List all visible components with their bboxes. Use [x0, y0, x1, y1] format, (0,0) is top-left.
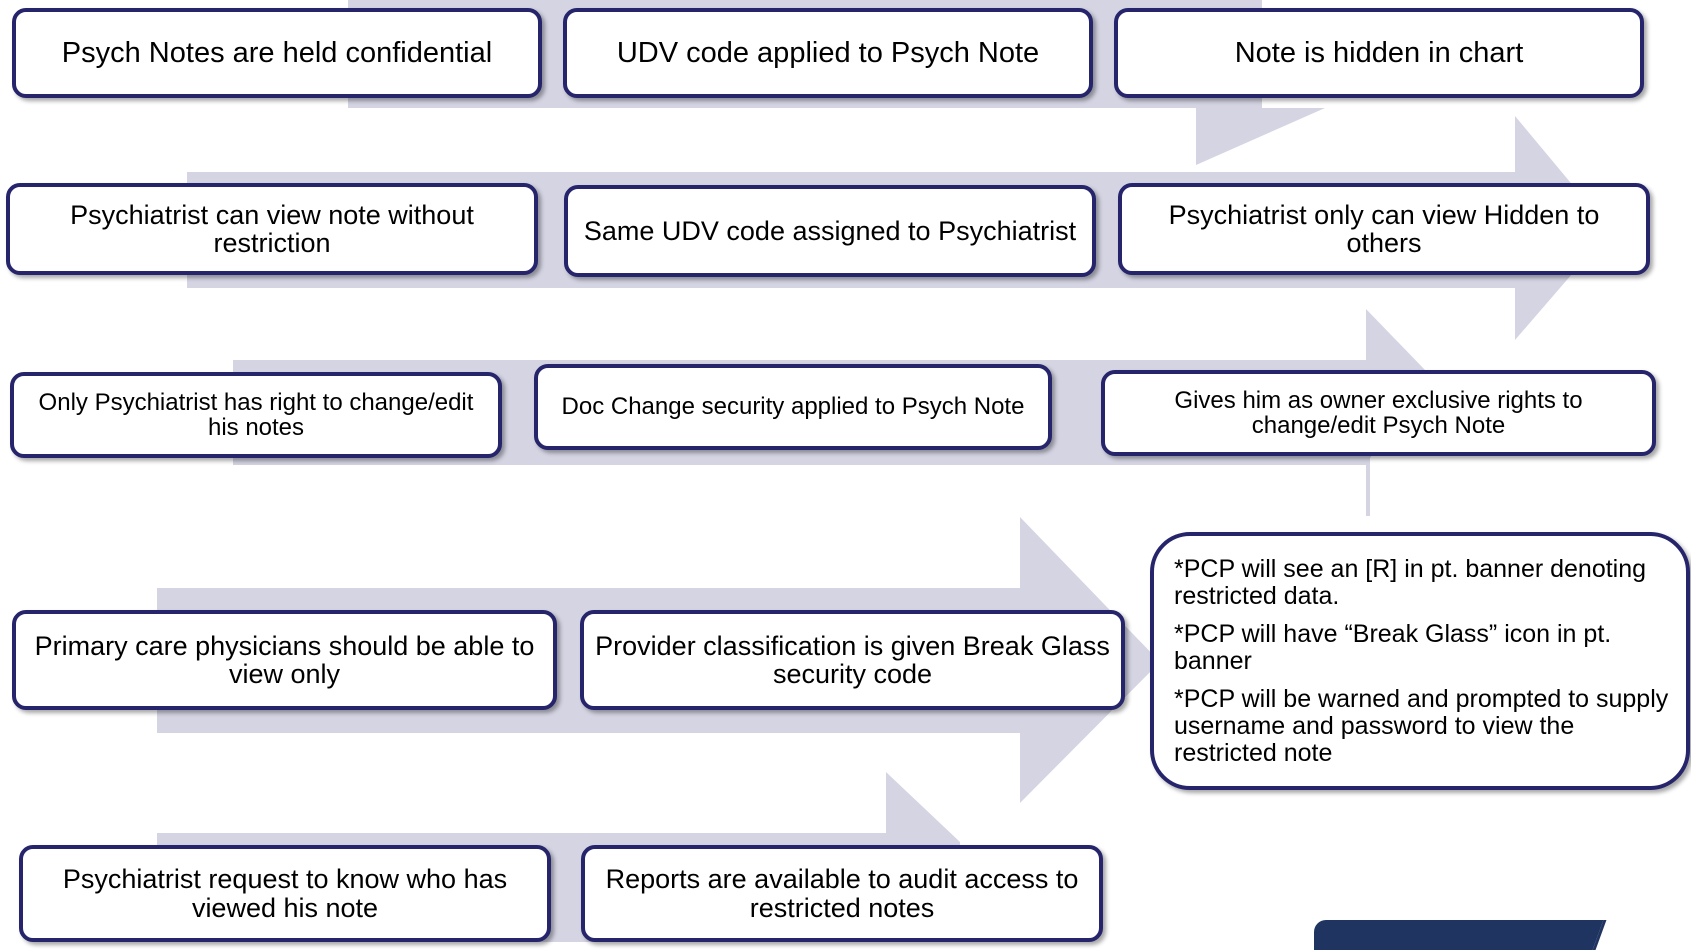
box-same-udv-code: Same UDV code assigned to Psychiatrist [564, 185, 1096, 277]
box-udv-code-applied: UDV code applied to Psych Note [563, 8, 1093, 98]
box-label: Provider classification is given Break G… [595, 630, 1110, 689]
box-break-glass-code: Provider classification is given Break G… [580, 610, 1125, 710]
box-label: Reports are available to audit access to… [605, 864, 1079, 923]
box-label: Psych Notes are held confidential [61, 36, 493, 69]
pcp-detail-break-glass-icon: *PCP will have “Break Glass” icon in pt.… [1174, 620, 1612, 675]
box-label: Same UDV code assigned to Psychiatrist [583, 215, 1077, 246]
box-psychiatrist-audit-request: Psychiatrist request to know who has vie… [19, 845, 551, 942]
box-pcp-view-only: Primary care physicians should be able t… [12, 610, 557, 710]
box-label: Only Psychiatrist has right to change/ed… [38, 388, 474, 441]
box-label: Gives him as owner exclusive rights to c… [1174, 386, 1583, 439]
box-psychiatrist-only-view: Psychiatrist only can view Hidden to oth… [1118, 183, 1650, 275]
pcp-detail-credentials-prompt: *PCP will be warned and prompted to supp… [1174, 685, 1669, 767]
box-audit-reports: Reports are available to audit access to… [581, 845, 1103, 942]
box-pcp-break-glass-details: *PCP will see an [R] in pt. banner denot… [1150, 532, 1690, 790]
box-note-hidden: Note is hidden in chart [1114, 8, 1644, 98]
box-psych-notes-confidential: Psych Notes are held confidential [12, 8, 542, 98]
box-psychiatrist-view-unrestricted: Psychiatrist can view note without restr… [6, 183, 538, 275]
box-label: Psychiatrist can view note without restr… [70, 199, 474, 258]
box-label: UDV code applied to Psych Note [616, 36, 1040, 69]
box-label: Note is hidden in chart [1234, 36, 1524, 69]
box-owner-exclusive-rights: Gives him as owner exclusive rights to c… [1101, 370, 1656, 456]
box-label: Primary care physicians should be able t… [34, 630, 535, 689]
box-doc-change-security: Doc Change security applied to Psych Not… [534, 364, 1052, 450]
box-label: Psychiatrist only can view Hidden to oth… [1168, 199, 1600, 258]
logo-icon [1314, 920, 1614, 950]
box-label: Doc Change security applied to Psych Not… [561, 393, 1025, 421]
box-psychiatrist-edit-rights: Only Psychiatrist has right to change/ed… [10, 372, 502, 458]
pcp-detail-restricted-banner: *PCP will see an [R] in pt. banner denot… [1174, 555, 1647, 610]
logo-stripe [1592, 920, 1691, 950]
box-label: Psychiatrist request to know who has vie… [62, 864, 508, 923]
